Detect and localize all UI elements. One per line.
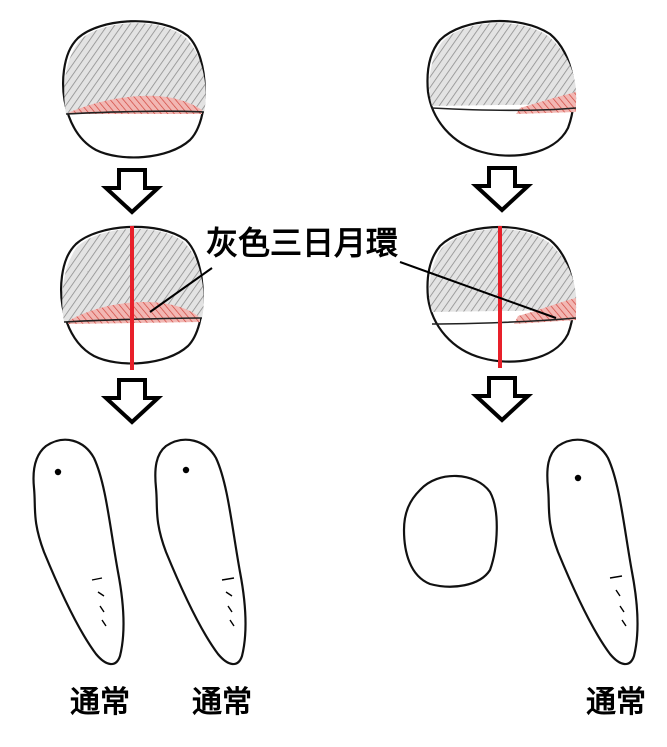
eye-dot	[182, 466, 190, 474]
normal-label-1: 通常	[70, 685, 130, 720]
leader-line-left	[149, 267, 213, 313]
down-arrow-icon	[100, 168, 164, 215]
pigmented-hemisphere	[429, 23, 577, 106]
normal-embryo-3	[546, 438, 639, 666]
pigmented-hemisphere	[64, 23, 206, 115]
leader-line-right	[399, 261, 557, 319]
down-arrow-icon	[470, 166, 534, 213]
normal-embryo-2	[154, 438, 247, 666]
egg-right-cut	[426, 225, 577, 368]
egg-left-cut	[60, 225, 204, 370]
egg-left-top	[62, 20, 206, 159]
normal-label-2: 通常	[192, 685, 252, 720]
normal-embryo-1	[32, 438, 125, 666]
normal-label-3: 通常	[586, 685, 646, 720]
egg-right-top	[426, 19, 577, 157]
abnormal-embryo	[402, 474, 498, 588]
gray-crescent-region	[68, 95, 202, 114]
gray-crescent-label: 灰色三日月環	[206, 224, 398, 262]
gray-crescent-region	[514, 298, 576, 324]
down-arrow-icon	[470, 376, 534, 423]
eye-dot	[54, 468, 62, 476]
eye-dot	[574, 474, 582, 482]
down-arrow-icon	[100, 378, 164, 425]
